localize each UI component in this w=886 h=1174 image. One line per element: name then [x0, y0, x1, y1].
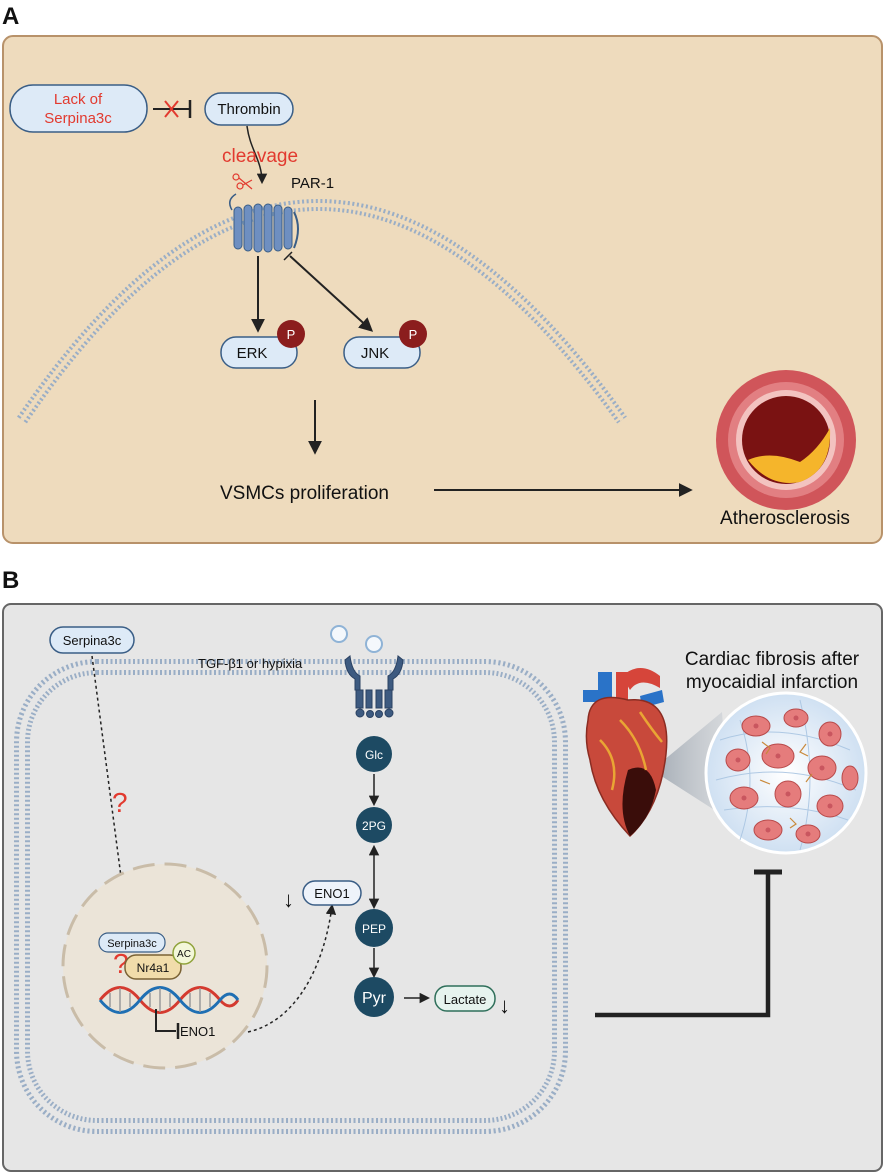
lactate-down-arrow: ↓	[499, 993, 510, 1018]
2pg-label: 2PG	[362, 819, 386, 833]
par1-to-jnk-arrow	[289, 255, 374, 332]
lactate-label: Lactate	[444, 992, 487, 1007]
heart-icon	[583, 668, 668, 838]
ac-label: AC	[177, 949, 191, 960]
thrombin-to-par1-arrow	[246, 125, 268, 185]
erk-node: ERK P	[220, 320, 305, 369]
tgf-label: TGF-β1 or hypixia	[198, 656, 303, 671]
atherosclerosis-label: Atherosclerosis	[720, 508, 850, 529]
cardiac-fibrosis-label-line2: myocaidial infarction	[686, 672, 858, 693]
erk-phospho-badge	[277, 320, 305, 348]
lactate-node: Lactate	[434, 985, 496, 1012]
erk-phospho-label: P	[287, 327, 296, 342]
cell-membrane-a	[17, 199, 627, 424]
tgf-receptor-icon	[344, 655, 404, 718]
serpina3c-outer-node: Serpina3c	[49, 626, 135, 654]
ligand-bubble-2	[365, 635, 383, 653]
pep-node: PEP	[355, 909, 393, 947]
scissors-icon	[232, 173, 253, 190]
thrombin-node: Thrombin	[204, 92, 294, 126]
cell-membrane-b	[14, 659, 568, 1134]
panel-a-background	[2, 35, 883, 544]
par1-label: PAR-1	[291, 175, 334, 192]
pyr-node: Pyr	[354, 977, 394, 1017]
ligand-bubble-1	[330, 625, 348, 643]
serpina3c-outer-label: Serpina3c	[63, 633, 122, 648]
2pg-node: 2PG	[356, 807, 392, 843]
eno1-gene-label: ENO1	[180, 1024, 215, 1039]
ac-node: AC	[172, 941, 196, 965]
nr4a1-label: Nr4a1	[137, 961, 170, 975]
vsmc-proliferation-label: VSMCs proliferation	[220, 483, 389, 504]
inhibition-blocked-arrow	[153, 100, 192, 118]
eno1-protein-label: ENO1	[314, 886, 349, 901]
thrombin-label: Thrombin	[217, 101, 280, 118]
cleavage-label: cleavage	[222, 146, 298, 167]
glc-node: Glc	[356, 736, 392, 772]
lack-of-serpina3c-node: Lack of Serpina3c	[9, 84, 148, 133]
jnk-phospho-label: P	[409, 327, 418, 342]
glc-label: Glc	[365, 748, 383, 762]
panel-a-letter: A	[2, 3, 19, 30]
cardiac-fibrosis-label-line1: Cardiac fibrosis after	[685, 649, 860, 670]
panel-b-letter: B	[2, 567, 19, 594]
atherosclerosis-vessel-icon	[716, 370, 856, 510]
jnk-phospho-badge	[399, 320, 427, 348]
pyr-label: Pyr	[362, 990, 387, 1007]
inhibit-fibrosis-line	[595, 869, 782, 1018]
erk-label: ERK	[237, 345, 268, 362]
jnk-node: JNK P	[343, 320, 427, 369]
eno1-protein-node: ENO1	[302, 880, 362, 906]
par1-receptor-icon	[229, 193, 299, 253]
serpina3c-inner-node: Serpina3c	[98, 932, 166, 953]
par1-tick	[283, 251, 293, 261]
nr4a1-node: Nr4a1	[124, 954, 182, 980]
lack-label-line1: Lack of	[54, 91, 103, 108]
lack-label-line2: Serpina3c	[44, 110, 112, 127]
pep-label: PEP	[362, 922, 386, 936]
question-mark-1: ?	[112, 787, 128, 818]
eno1-down-arrow: ↓	[283, 887, 294, 912]
dna-helix-icon	[98, 986, 240, 1014]
eno1-gene-inhibition	[155, 1009, 180, 1039]
jnk-label: JNK	[361, 345, 389, 362]
fibrosis-tissue-icon	[704, 691, 868, 855]
serpina3c-inner-label: Serpina3c	[107, 938, 157, 950]
eno1-gene-to-protein-arrow	[247, 903, 337, 1033]
